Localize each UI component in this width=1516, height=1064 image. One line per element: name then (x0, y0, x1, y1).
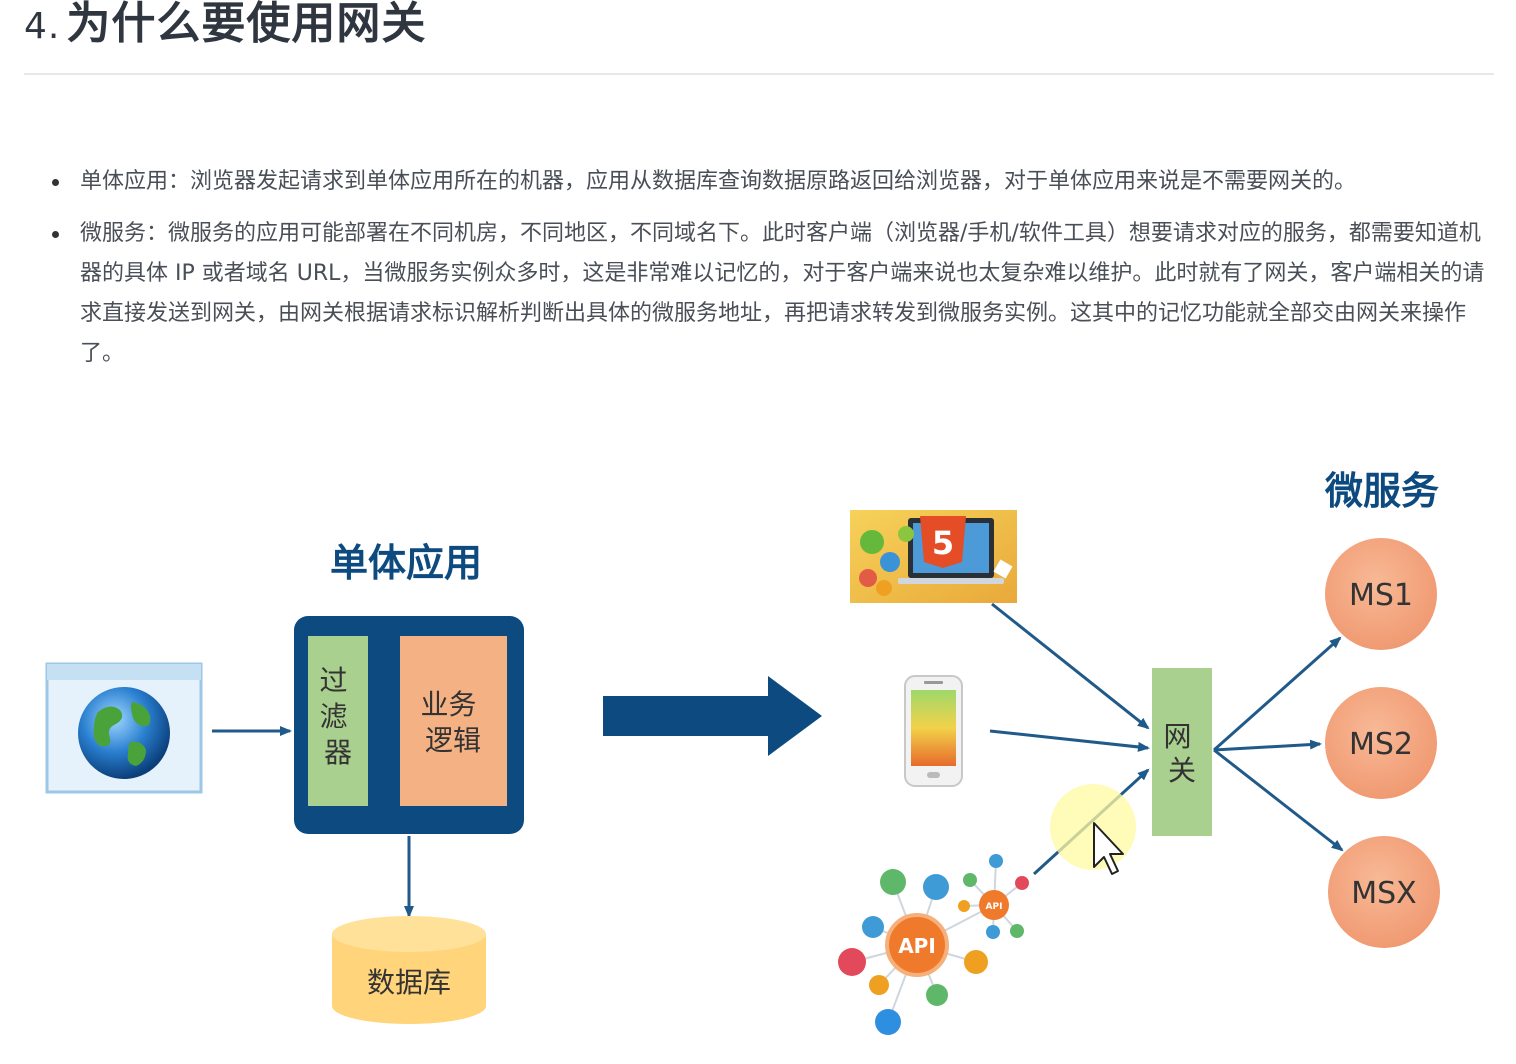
gateway-to-msx-arrow (1213, 748, 1344, 852)
browser-icon (45, 662, 203, 794)
business-logic-box (400, 636, 507, 806)
heading-text: 为什么要使用网关 (66, 0, 427, 49)
api-small-label: API (986, 902, 1003, 912)
list-item: 单体应用：浏览器发起请求到单体应用所在的机器，应用从数据库查询数据原路返回给浏览… (46, 162, 1496, 202)
html5-client-icon: 5 (850, 510, 1017, 603)
service-ms2-label: MS2 (1349, 727, 1413, 762)
microservice-title: 微服务 (1324, 469, 1439, 513)
business-logic-label: 业务 逻辑 (421, 688, 486, 757)
heading-divider (24, 73, 1494, 75)
service-msx-label: MSX (1351, 876, 1416, 911)
api-label: API (898, 934, 936, 958)
filter-label: 过 滤 器 (320, 664, 357, 769)
phone-client-icon (904, 675, 963, 787)
api-tools-client-icon: API API (838, 854, 1029, 1035)
service-msx (1328, 836, 1440, 948)
service-ms1 (1325, 538, 1437, 650)
gateway-to-ms1-arrow (1213, 636, 1342, 752)
phone-to-gateway-arrow (989, 729, 1150, 752)
heading-number: 4. (24, 6, 61, 47)
filter-box (308, 636, 368, 806)
gateway-box (1152, 668, 1212, 836)
html5-to-gateway-arrow (991, 602, 1150, 730)
monolith-title: 单体应用 (330, 541, 482, 585)
gateway-diagram: 单体应用 过 滤 器 业务 逻辑 数据库 5 (45, 469, 1440, 1035)
database-icon (332, 916, 486, 1024)
transition-arrow (603, 676, 822, 756)
gateway-to-ms2-arrow (1213, 739, 1322, 752)
page-title: 4.为什么要使用网关 (24, 0, 426, 57)
gateway-label: 网 关 (1164, 720, 1201, 787)
service-ms1-label: MS1 (1349, 578, 1413, 613)
bullet-list: 单体应用：浏览器发起请求到单体应用所在的机器，应用从数据库查询数据原路返回给浏览… (46, 162, 1496, 386)
database-label: 数据库 (367, 966, 451, 999)
service-ms2 (1325, 687, 1437, 799)
list-item: 微服务：微服务的应用可能部署在不同机房，不同地区，不同域名下。此时客户端（浏览器… (46, 214, 1496, 374)
html5-badge: 5 (932, 524, 954, 562)
cursor-pointer-icon (1093, 822, 1124, 875)
